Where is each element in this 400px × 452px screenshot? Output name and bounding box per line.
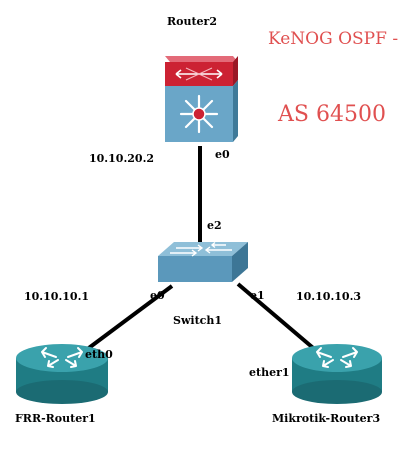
router1-icon[interactable] [16,344,108,404]
router3-icon[interactable] [292,344,382,404]
diagram-title: KeNOG OSPF - [268,29,399,49]
router2-name: Router2 [167,15,218,28]
switch-e0-label: e0 [150,289,165,302]
as-number-label: AS 64500 [278,102,386,127]
router1-ip-label: 10.10.10.1 [24,290,90,303]
switch1-name: Switch1 [173,314,223,327]
router2-icon[interactable] [165,56,238,142]
router2-ip-label: 10.10.20.2 [89,152,155,165]
switch-e1-label: e1 [250,289,265,302]
switch-e2-label: e2 [207,219,222,232]
router3-ip-label: 10.10.10.3 [296,290,362,303]
router2-e0-label: e0 [215,148,230,161]
router3-name: Mikrotik-Router3 [272,412,381,425]
switch1-icon[interactable] [158,241,248,282]
router1-name: FRR-Router1 [15,412,96,425]
router1-eth0-label: eth0 [85,348,113,361]
router3-ether1-label: ether1 [249,366,290,379]
